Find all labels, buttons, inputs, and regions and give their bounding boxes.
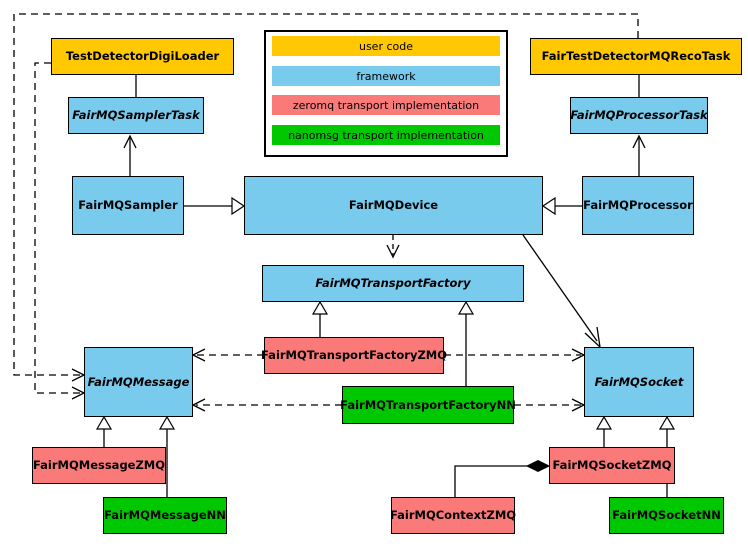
class-label-fairmqdevice: FairMQDevice <box>348 198 439 213</box>
class-label-fairmqprocessor: FairMQProcessor <box>583 198 693 213</box>
class-label-fairtestdetectormqrecotask: FairTestDetectorMQRecoTask <box>541 49 731 64</box>
edge-processor-to-device <box>541 196 582 216</box>
edge-device-to-socket <box>522 234 601 349</box>
legend-label-nanomsg: nanomsg transport implementation <box>288 128 484 142</box>
class-label-fairmqcontextzmq: FairMQContextZMQ <box>389 508 517 523</box>
class-label-fairmqsamplertask: FairMQSamplerTask <box>72 108 200 123</box>
class-box-testdetectordigiloader[interactable]: TestDetectorDigiLoader <box>51 38 234 75</box>
edge-transportfactorynn-to-transportfactory <box>457 300 475 386</box>
class-box-fairmqtransportfactorynn[interactable]: FairMQTransportFactoryNN <box>340 386 516 424</box>
edge-device-to-transportfactory <box>386 235 400 259</box>
class-box-fairmqmessage[interactable]: FairMQMessage <box>84 347 193 417</box>
class-box-fairmqcontextzmq[interactable]: FairMQContextZMQ <box>389 497 517 534</box>
edge-transportfactoryzmq-to-message <box>191 348 264 362</box>
class-label-fairmqmessagenn: FairMQMessageNN <box>104 508 226 523</box>
edge-transportfactoryzmq-to-socket <box>444 348 586 362</box>
class-box-fairmqsocket[interactable]: FairMQSocket <box>584 347 694 417</box>
class-label-fairmqmessage: FairMQMessage <box>87 374 190 389</box>
class-label-fairmqsocketnn: FairMQSocketNN <box>612 508 721 523</box>
class-box-fairmqprocessortask[interactable]: FairMQProcessorTask <box>570 97 708 134</box>
class-label-fairmqsocketzmq: FairMQSocketZMQ <box>552 458 672 473</box>
class-box-fairmqsamplertask[interactable]: FairMQSamplerTask <box>68 97 204 134</box>
class-box-fairmqmessagenn[interactable]: FairMQMessageNN <box>103 497 227 534</box>
legend-item-nanomsg: nanomsg transport implementation <box>272 125 500 145</box>
class-label-fairmqtransportfactory: FairMQTransportFactory <box>315 276 471 291</box>
legend-item-zeromq: zeromq transport implementation <box>272 95 500 115</box>
class-label-testdetectordigiloader: TestDetectorDigiLoader <box>65 49 220 64</box>
legend-label-zeromq: zeromq transport implementation <box>292 98 480 112</box>
class-box-fairmqsampler[interactable]: FairMQSampler <box>72 176 184 235</box>
class-label-fairmqsocket: FairMQSocket <box>594 374 684 389</box>
legend-item-user-code: user code <box>272 36 500 56</box>
edge-messagezmq-to-message <box>95 415 113 447</box>
class-box-fairmqsocketzmq[interactable]: FairMQSocketZMQ <box>549 447 675 484</box>
class-box-fairtestdetectormqrecotask[interactable]: FairTestDetectorMQRecoTask <box>530 38 742 75</box>
legend-label-framework: framework <box>356 69 416 83</box>
class-label-fairmqprocessortask: FairMQProcessorTask <box>570 108 708 123</box>
legend-item-framework: framework <box>272 66 500 86</box>
class-label-fairmqtransportfactoryzmq: FairMQTransportFactoryZMQ <box>261 348 448 363</box>
class-box-fairmqmessagezmq[interactable]: FairMQMessageZMQ <box>32 447 166 484</box>
class-label-fairmqtransportfactorynn: FairMQTransportFactoryNN <box>340 397 516 412</box>
edge-processor-to-processortask <box>632 134 646 176</box>
class-box-fairmqtransportfactoryzmq[interactable]: FairMQTransportFactoryZMQ <box>261 337 448 374</box>
edge-transportfactorynn-to-message <box>191 398 342 412</box>
edge-sampler-to-device <box>184 196 246 216</box>
class-box-fairmqtransportfactory[interactable]: FairMQTransportFactory <box>262 265 524 302</box>
class-box-fairmqsocketnn[interactable]: FairMQSocketNN <box>609 497 724 534</box>
legend-label-user-code: user code <box>358 39 414 53</box>
edge-transportfactoryzmq-to-transportfactory <box>311 300 329 337</box>
class-label-fairmqsampler: FairMQSampler <box>78 198 178 213</box>
edge-transportfactorynn-to-socket <box>514 398 586 412</box>
class-box-fairmqdevice[interactable]: FairMQDevice <box>244 176 543 235</box>
class-box-fairmqprocessor[interactable]: FairMQProcessor <box>582 176 694 235</box>
class-label-fairmqmessagezmq: FairMQMessageZMQ <box>32 458 166 473</box>
edge-socketzmq-to-socket <box>595 415 613 447</box>
edge-socketzmq-composition-contextzmq <box>454 459 551 497</box>
edge-sampler-to-samplertask <box>123 134 137 176</box>
